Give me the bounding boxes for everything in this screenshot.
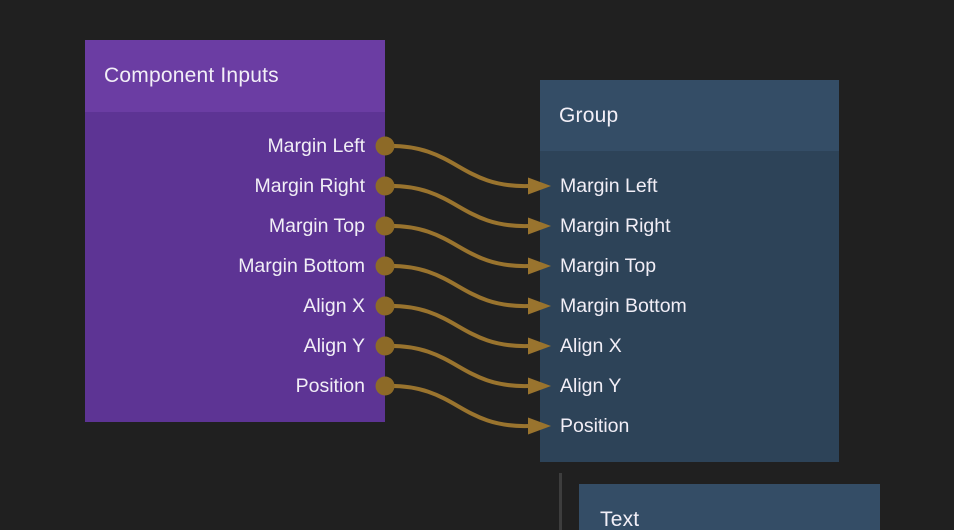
wire-margin-top[interactable]	[384, 223, 530, 269]
output-row-margin-top: Margin Top	[85, 206, 385, 246]
input-row-margin-top: Margin Top	[540, 246, 839, 286]
component-inputs-node-title: Component Inputs	[104, 64, 279, 87]
text-node[interactable]: Text	[579, 484, 880, 530]
group-node-title: Group	[559, 103, 619, 127]
input-port-label: Align Y	[560, 374, 622, 397]
wire-align-y[interactable]	[384, 343, 530, 389]
input-port-label: Align X	[560, 334, 622, 357]
output-row-margin-right: Margin Right	[85, 166, 385, 206]
wire-align-x[interactable]	[384, 303, 530, 349]
output-port-label: Margin Right	[254, 174, 365, 197]
output-port-label: Margin Left	[267, 134, 365, 157]
group-node-header[interactable]: Group	[540, 80, 839, 151]
component-inputs-node-header[interactable]: Component Inputs	[85, 40, 385, 112]
wire-margin-bottom[interactable]	[384, 263, 530, 309]
input-row-position: Position	[540, 406, 839, 446]
output-row-margin-left: Margin Left	[85, 126, 385, 166]
text-node-title: Text	[600, 507, 640, 530]
input-port-label: Margin Right	[560, 214, 671, 237]
input-port-label: Margin Top	[560, 254, 657, 277]
output-port-label: Margin Bottom	[238, 254, 365, 277]
output-port-label: Margin Top	[268, 214, 365, 237]
input-row-margin-bottom: Margin Bottom	[540, 286, 839, 326]
wire-margin-right[interactable]	[384, 183, 530, 229]
input-row-margin-left: Margin Left	[540, 166, 839, 206]
wire-position[interactable]	[384, 383, 530, 429]
output-row-margin-bottom: Margin Bottom	[85, 246, 385, 286]
input-row-margin-right: Margin Right	[540, 206, 839, 246]
input-port-label: Margin Bottom	[560, 294, 687, 317]
input-port-label: Position	[560, 414, 630, 437]
output-port-label: Align X	[303, 294, 365, 317]
text-node-header[interactable]: Text	[579, 484, 880, 530]
output-port-label: Position	[295, 374, 365, 397]
input-row-align-y: Align Y	[540, 366, 839, 406]
input-port-label: Margin Left	[560, 174, 658, 197]
output-port-label: Align Y	[303, 334, 365, 357]
wire-margin-left[interactable]	[384, 143, 530, 189]
output-row-align-y: Align Y	[85, 326, 385, 366]
input-row-align-x: Align X	[540, 326, 839, 366]
output-row-position: Position	[85, 366, 385, 406]
output-row-align-x: Align X	[85, 286, 385, 326]
